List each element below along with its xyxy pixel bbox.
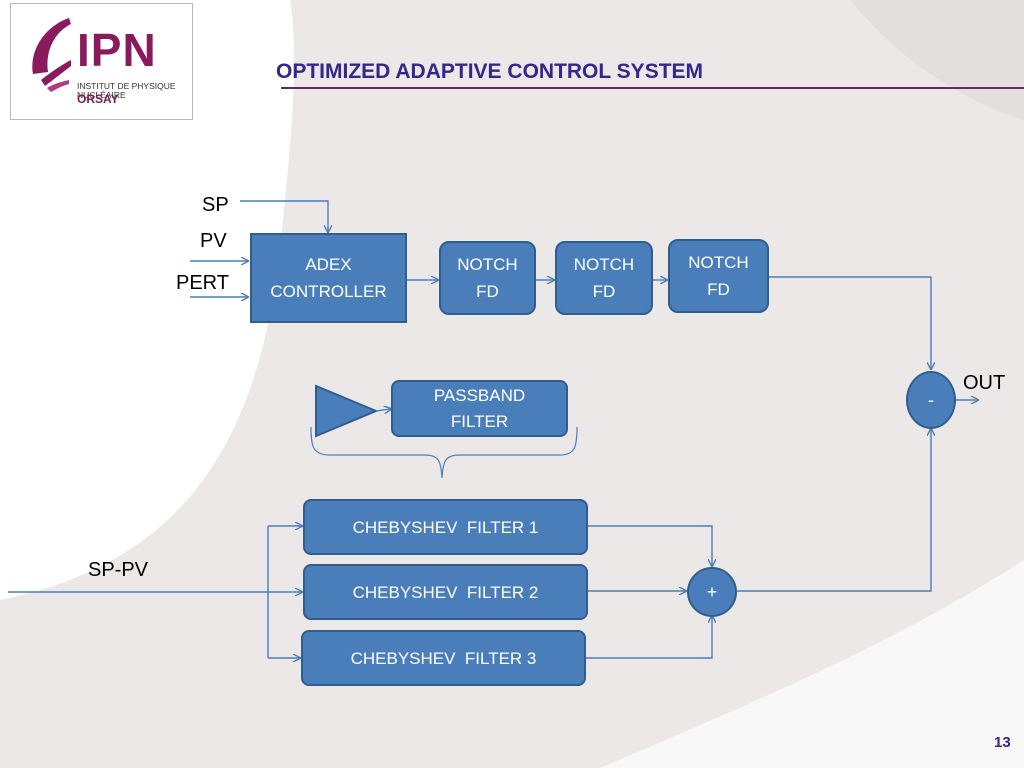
block-label-line: NOTCH [573, 255, 635, 274]
block-label-line: NOTCH [457, 255, 518, 274]
input-label-sp: SP [202, 194, 229, 216]
logo-brand: IPN [77, 24, 157, 76]
block-label-line: ADEX [305, 255, 352, 274]
block-label: CHEBYSHEV FILTER 3 [350, 648, 537, 668]
sp-connector [240, 200, 328, 232]
page-title: OPTIMIZED ADAPTIVE CONTROL SYSTEM [276, 60, 704, 83]
subtract-junction: - [906, 371, 956, 429]
block-label-line: FILTER [450, 411, 509, 431]
logo-location: ORSAY [77, 92, 119, 106]
notch-fd-block-2: NOTCH FD [555, 241, 653, 315]
notch3-to-subtract-connector [769, 276, 931, 369]
chebyshev-filter-1-block: CHEBYSHEV FILTER 1 [303, 499, 588, 555]
notch-fd-block-1: NOTCH FD [439, 241, 536, 315]
logo-subtitle: INSTITUT DE PHYSIQUE NUCLÉAIRE [77, 81, 176, 100]
passband-filter-block: PASSBAND FILTER [391, 380, 568, 437]
grouping-brace [310, 426, 578, 479]
input-label-pert: PERT [176, 272, 229, 294]
input-label-pv: PV [200, 230, 227, 252]
cheb1-to-sum-connector [588, 525, 712, 566]
notch-fd-block-3: NOTCH FD [668, 239, 769, 313]
block-label-line: PASSBAND [433, 385, 526, 405]
adex-controller-block: ADEX CONTROLLER [250, 233, 407, 323]
block-label-line: FD [476, 282, 499, 301]
block-label-line: NOTCH [688, 253, 749, 272]
amplifier-to-passband-connector [375, 409, 391, 411]
chebyshev-filter-2-block: CHEBYSHEV FILTER 2 [303, 564, 588, 620]
sum-to-subtract-connector [737, 429, 931, 592]
output-label: OUT [963, 372, 1006, 394]
block-label-line: CONTROLLER [270, 282, 387, 301]
junction-symbol: - [928, 389, 934, 410]
input-label-sp-pv: SP-PV [88, 559, 149, 581]
sum-junction: + [687, 567, 737, 617]
block-label-line: FD [592, 282, 616, 301]
amplifier-icon [315, 384, 379, 438]
junction-symbol: + [706, 581, 718, 602]
block-label-line: FD [707, 280, 730, 299]
block-label: CHEBYSHEV FILTER 1 [352, 517, 539, 537]
cheb3-to-sum-connector [586, 616, 712, 659]
page-number: 13 [994, 734, 1011, 751]
block-label: CHEBYSHEV FILTER 2 [352, 582, 539, 602]
ipn-orsay-logo: IPN INSTITUT DE PHYSIQUE NUCLÉAIRE ORSAY [10, 3, 193, 120]
logo-emblem-icon [32, 18, 71, 92]
title-underline [281, 87, 1024, 89]
chebyshev-filter-3-block: CHEBYSHEV FILTER 3 [301, 630, 586, 686]
